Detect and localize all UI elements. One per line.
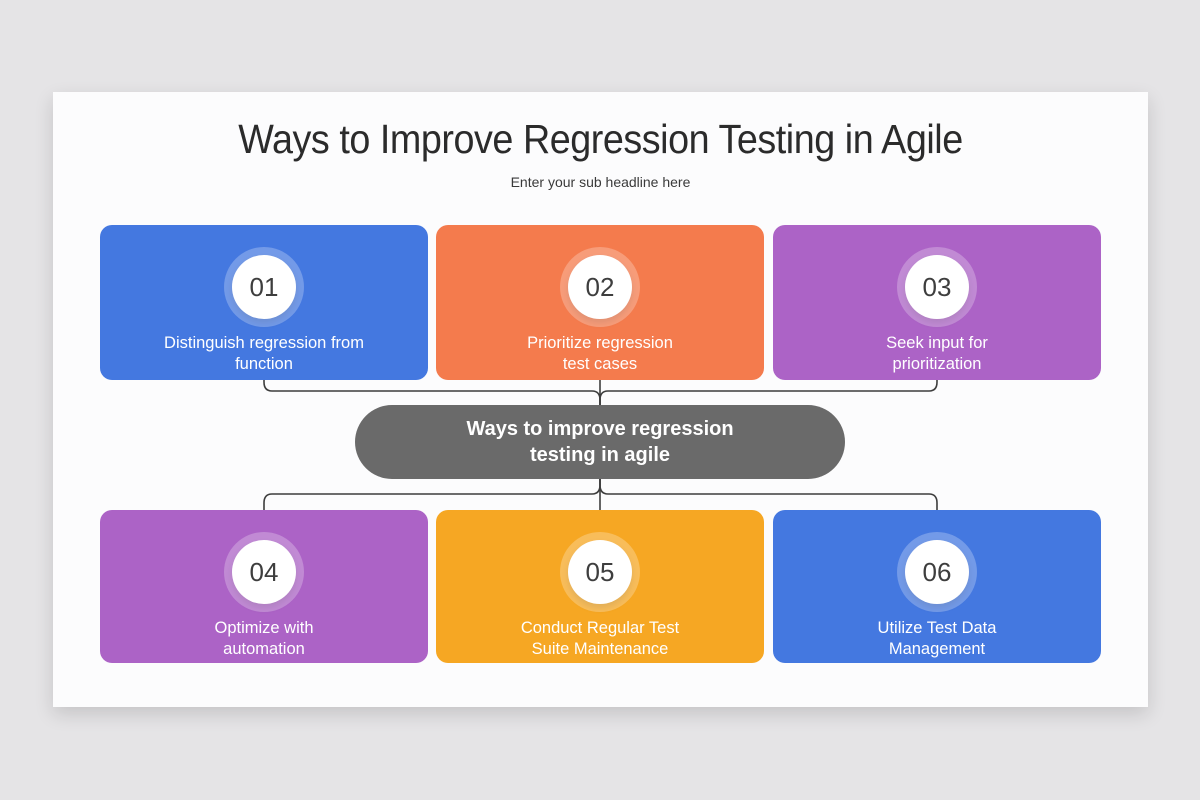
step-number: 04 <box>249 556 279 587</box>
step-label: Seek input for prioritization <box>886 334 988 373</box>
step-label: Conduct Regular Test Suite Maintenance <box>520 619 680 658</box>
step-card-01: 01 Distinguish regression from function <box>100 225 428 380</box>
step-number-badge: 04 <box>232 540 296 604</box>
connector-top-left <box>263 380 601 405</box>
connector-bottom-left <box>263 479 601 510</box>
step-label: Distinguish regression from function <box>164 334 364 373</box>
step-label: Prioritize regression test cases <box>527 334 673 373</box>
central-topic-node: Ways to improve regression testing in ag… <box>355 405 845 479</box>
connector-top-right <box>599 380 938 405</box>
step-number-badge: 06 <box>905 540 969 604</box>
step-label: Optimize with automation <box>214 619 314 658</box>
step-number-badge: 01 <box>232 255 296 319</box>
step-number-badge: 05 <box>568 540 632 604</box>
step-card-03: 03 Seek input for prioritization <box>773 225 1101 380</box>
step-card-04: 04 Optimize with automation <box>100 510 428 663</box>
step-label: Utilize Test Data Management <box>877 619 997 658</box>
page-title: Ways to Improve Regression Testing in Ag… <box>238 116 963 162</box>
step-number: 02 <box>585 271 615 302</box>
step-card-02: 02 Prioritize regression test cases <box>436 225 764 380</box>
step-number: 06 <box>922 556 952 587</box>
page-subtitle: Enter your sub headline here <box>510 174 691 190</box>
step-number: 05 <box>585 556 615 587</box>
step-number-badge: 03 <box>905 255 969 319</box>
step-number-badge: 02 <box>568 255 632 319</box>
slide-panel: Ways to Improve Regression Testing in Ag… <box>53 92 1148 707</box>
step-number: 03 <box>922 271 952 302</box>
step-number: 01 <box>249 271 279 302</box>
step-card-05: 05 Conduct Regular Test Suite Maintenanc… <box>436 510 764 663</box>
step-card-06: 06 Utilize Test Data Management <box>773 510 1101 663</box>
connector-bottom-right <box>599 479 938 510</box>
